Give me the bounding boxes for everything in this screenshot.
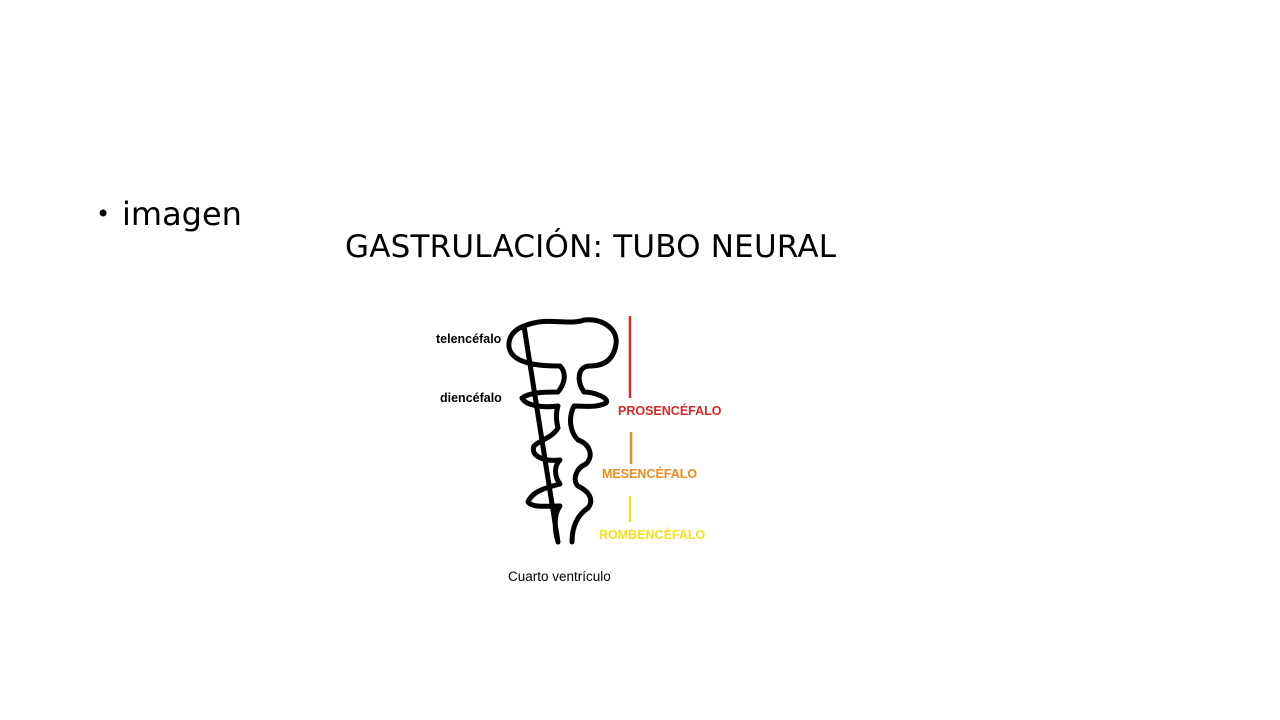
label-telencefalo: telencéfalo — [436, 332, 502, 346]
bullet-icon: • — [96, 200, 111, 228]
bullet-text: imagen — [122, 195, 242, 233]
label-prosencefalo: PROSENCÉFALO — [618, 403, 722, 418]
label-cuarto-ventriculo: Cuarto ventrículo — [508, 569, 611, 584]
slide-title: GASTRULACIÓN: TUBO NEURAL — [345, 229, 837, 265]
neural-tube-outline — [506, 317, 619, 545]
label-mesencefalo: MESENCÉFALO — [602, 466, 697, 481]
label-rombencefalo: ROMBENCÉFALO — [599, 527, 706, 542]
bullet-item: • imagen — [96, 192, 242, 236]
label-diencefalo: diencéfalo — [440, 391, 502, 405]
